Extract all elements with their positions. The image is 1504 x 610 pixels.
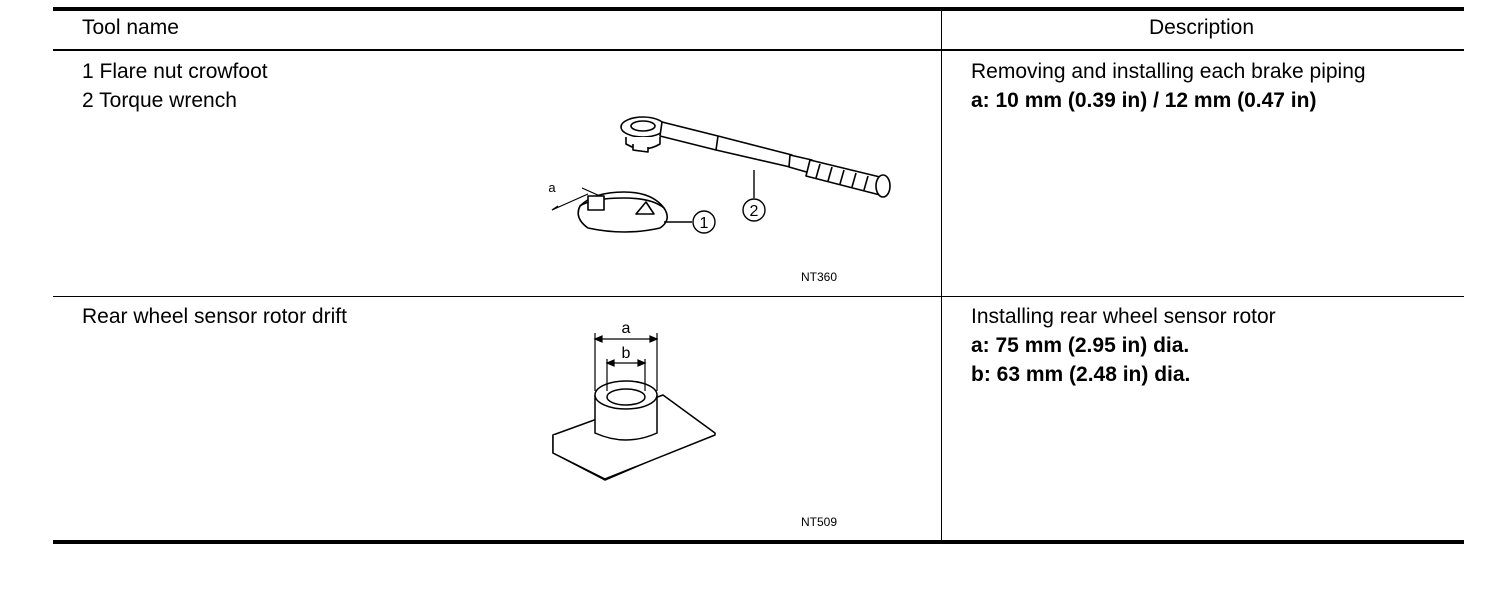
figure-code-nt360: NT360 — [801, 270, 838, 284]
description-line-1: Removing and installing each brake pipin… — [971, 60, 1366, 83]
tool-name-line-1: 1 Flare nut crowfoot — [82, 60, 268, 83]
dim-a-label-2: a — [622, 320, 631, 337]
tool-name-line-3: Rear wheel sensor rotor drift — [82, 305, 347, 328]
description-spec-b: b: 63 mm (2.48 in) dia. — [971, 363, 1191, 386]
column-divider — [941, 11, 942, 540]
torque-wrench-illustration — [620, 116, 891, 198]
dim-b-label: b — [622, 345, 631, 362]
header-description: Description — [1149, 16, 1255, 39]
table-bottom-rule — [53, 540, 1464, 544]
figure-code-nt509: NT509 — [801, 515, 838, 529]
callout-2: 2 — [750, 203, 759, 220]
description-spec-a: a: 10 mm (0.39 in) / 12 mm (0.47 in) — [971, 89, 1317, 112]
table-top-rule — [53, 7, 1464, 11]
crowfoot-wrench-figure: 2 a 1 — [548, 116, 891, 234]
flare-nut-crowfoot-illustration — [577, 191, 668, 233]
dimension-a-marker — [551, 187, 601, 211]
dimension-lines — [593, 333, 659, 391]
rotor-drift-figure: a b — [552, 320, 716, 481]
drift-cylinder — [594, 380, 658, 441]
tool-name-line-2: 2 Torque wrench — [82, 89, 237, 112]
callout-2-leader — [742, 170, 766, 222]
dim-a-label: a — [548, 180, 556, 195]
callout-1-leader — [664, 210, 716, 234]
callout-1: 1 — [700, 215, 709, 232]
description-spec-a-2: a: 75 mm (2.95 in) dia. — [971, 334, 1190, 357]
header-rule — [53, 49, 1464, 51]
row-divider — [53, 296, 1464, 297]
description-line-2: Installing rear wheel sensor rotor — [971, 305, 1276, 328]
header-tool-name: Tool name — [82, 16, 179, 39]
